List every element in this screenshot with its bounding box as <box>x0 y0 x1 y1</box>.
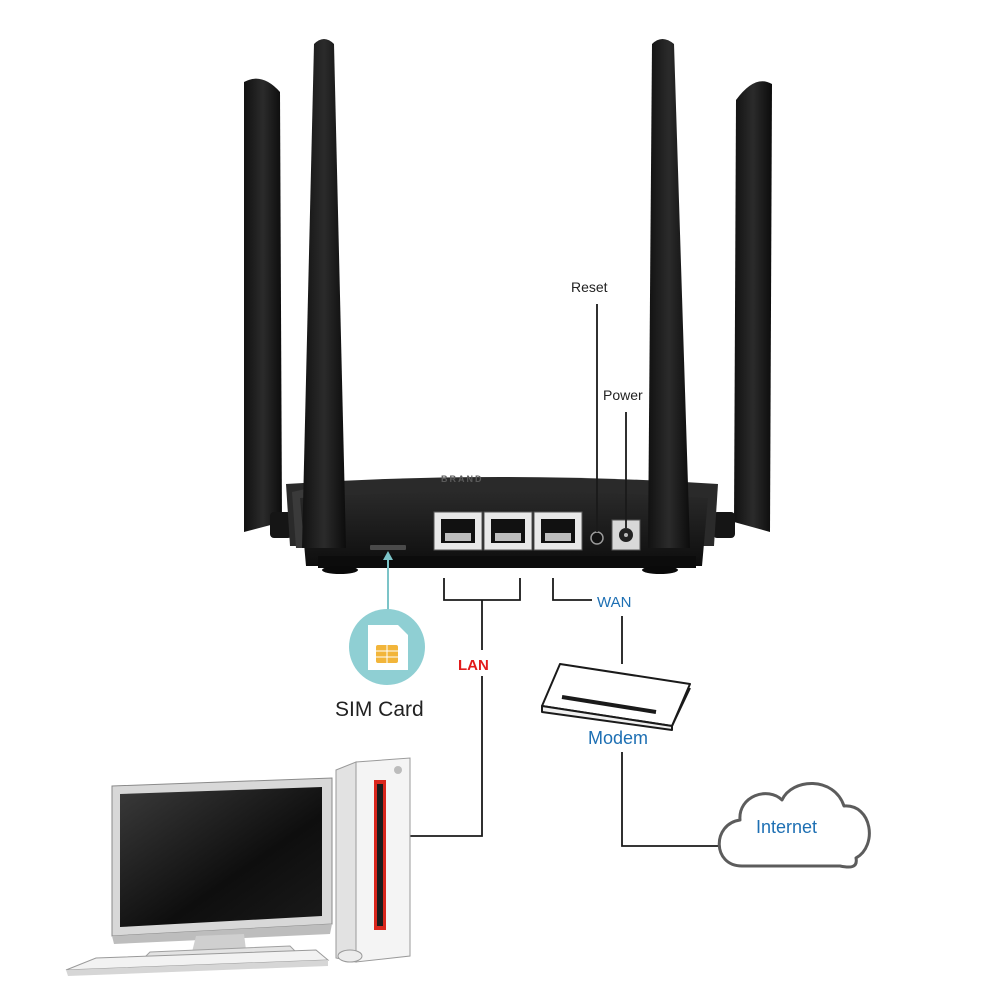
wan-bracket <box>552 578 592 601</box>
power-label: Power <box>603 387 643 403</box>
antenna-near-right <box>648 39 690 548</box>
pc-keyboard <box>65 949 330 976</box>
antenna-far-right <box>713 81 772 538</box>
lan-port-2[interactable] <box>483 511 533 551</box>
pc-mouse <box>337 949 363 963</box>
lan-to-pc-line <box>408 676 483 837</box>
modem-to-internet-line <box>621 752 718 847</box>
sim-slot[interactable] <box>370 545 406 550</box>
cloud-icon <box>717 782 871 869</box>
antenna-near-left <box>302 39 346 548</box>
desktop-computer-icon <box>65 757 411 976</box>
modem-label: Modem <box>588 728 649 748</box>
internet-label: Internet <box>756 817 818 837</box>
pc-monitor <box>111 777 333 963</box>
lan-bracket <box>443 578 521 601</box>
sim-card-label: SIM Card <box>335 698 424 721</box>
antenna-far-left <box>244 78 292 538</box>
lan-port-1[interactable] <box>433 511 483 551</box>
wan-label: WAN <box>597 594 632 611</box>
router-icon <box>244 39 772 574</box>
modem-icon <box>541 663 691 731</box>
router-brand-text: BRAND <box>441 474 484 484</box>
reset-button[interactable] <box>590 531 604 545</box>
wan-port[interactable] <box>533 511 583 551</box>
pc-tower <box>335 757 411 963</box>
sim-pointer-arrow <box>383 551 393 560</box>
sim-card-icon <box>349 609 425 685</box>
reset-label: Reset <box>571 279 608 295</box>
callout-lines <box>408 304 718 847</box>
lan-label: LAN <box>458 657 489 674</box>
